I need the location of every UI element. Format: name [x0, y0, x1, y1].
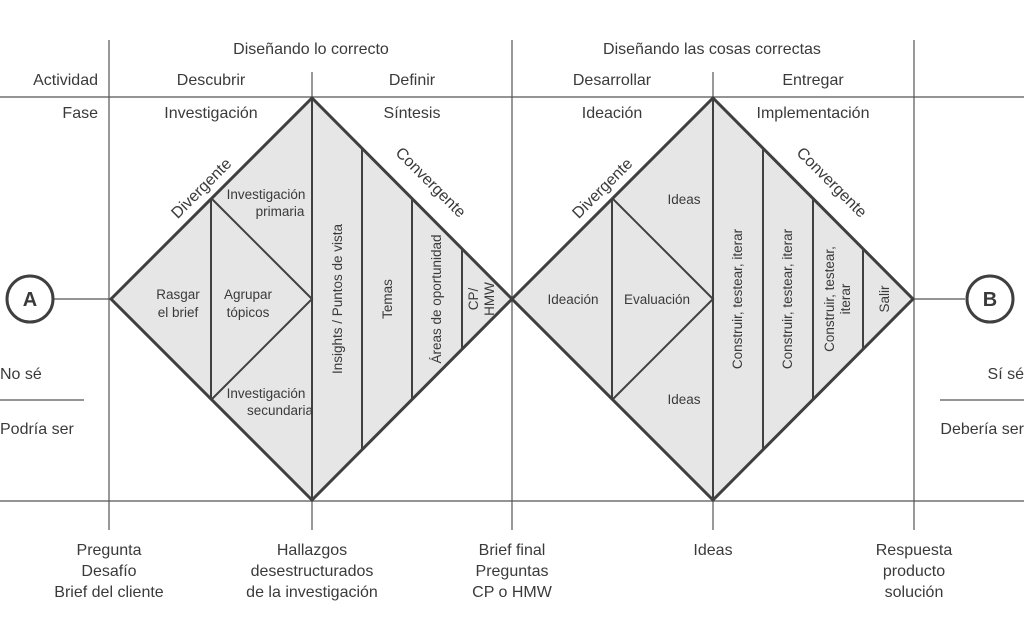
d1-agrupar-line1: Agrupar — [224, 287, 273, 302]
output-start-line3: Brief del cliente — [54, 584, 163, 601]
grid-lines — [0, 40, 1024, 530]
end-point-label: B — [983, 289, 997, 311]
d2-build3-line1: Construir, testear, — [822, 246, 837, 352]
d1-secundaria-line1: Investigación — [227, 386, 306, 401]
output-brief-line2: Preguntas — [476, 563, 549, 580]
output-brief-line1: Brief final — [479, 542, 546, 559]
d2-evaluacion-label: Evaluación — [624, 292, 690, 307]
d2-build3-line2: iterar — [838, 283, 853, 314]
d1-primaria-line2: primaria — [256, 204, 305, 219]
d2-salir-label: Salir — [877, 285, 892, 313]
start-possibility: Podría ser — [0, 421, 74, 438]
d1-cp-line2: HMW — [482, 282, 497, 316]
end-possibility: Debería ser — [940, 421, 1024, 438]
phase-research: Investigación — [164, 105, 257, 122]
d1-insights-label: Insights / Puntos de vista — [330, 223, 345, 374]
output-start-line2: Desafío — [81, 563, 136, 580]
group-label-left: Diseñando lo correcto — [233, 41, 389, 58]
d1-secundaria-line2: secundaria — [247, 403, 314, 418]
activity-discover: Descubrir — [177, 72, 246, 89]
phase-row-label: Fase — [62, 105, 98, 122]
d1-rasgar-line1: Rasgar — [156, 287, 200, 302]
diamond1-divisions — [210, 98, 463, 500]
output-answer-line1: Respuesta — [876, 542, 953, 559]
end-point-circle — [965, 274, 1015, 324]
start-point-circle — [5, 274, 55, 324]
output-research-line2: desestructurados — [251, 563, 374, 580]
output-brief-line3: CP o HMW — [472, 584, 553, 601]
d2-ideas-top: Ideas — [667, 192, 700, 207]
activity-deliver: Entregar — [782, 72, 844, 89]
activity-develop: Desarrollar — [573, 72, 652, 89]
diamond2-divisions — [611, 98, 864, 500]
activity-row-label: Actividad — [33, 72, 98, 89]
output-start-line1: Pregunta — [77, 542, 142, 559]
phase-implementation: Implementación — [757, 105, 870, 122]
outputs-row: Pregunta Desafío Brief del cliente Halla… — [54, 542, 952, 601]
d2-build1-label: Construir, testear, iterar — [730, 228, 745, 369]
output-answer-line2: producto — [883, 563, 945, 580]
d1-temas-label: Temas — [380, 279, 395, 319]
end-state: Sí sé — [988, 366, 1024, 383]
d1-primaria-line1: Investigación — [227, 187, 306, 202]
output-answer-line3: solución — [885, 584, 944, 601]
activity-define: Definir — [389, 72, 436, 89]
phase-ideation: Ideación — [582, 105, 643, 122]
d1-areas-label: Áreas de oportunidad — [429, 234, 444, 363]
d2-build2-label: Construir, testear, iterar — [780, 228, 795, 369]
d1-agrupar-line2: tópicos — [227, 305, 270, 320]
d2-ideas-bottom: Ideas — [667, 392, 700, 407]
output-ideas: Ideas — [693, 542, 732, 559]
d2-ideacion-label: Ideación — [547, 292, 598, 307]
start-point-label: A — [23, 289, 37, 311]
d1-rasgar-line2: el brief — [158, 305, 199, 320]
group-label-right: Diseñando las cosas correctas — [603, 41, 821, 58]
d1-cp-line1: CP/ — [466, 288, 481, 311]
output-research-line3: de la investigación — [246, 584, 378, 601]
start-state: No sé — [0, 366, 42, 383]
phase-synthesis: Síntesis — [384, 105, 441, 122]
output-research-line1: Hallazgos — [277, 542, 347, 559]
